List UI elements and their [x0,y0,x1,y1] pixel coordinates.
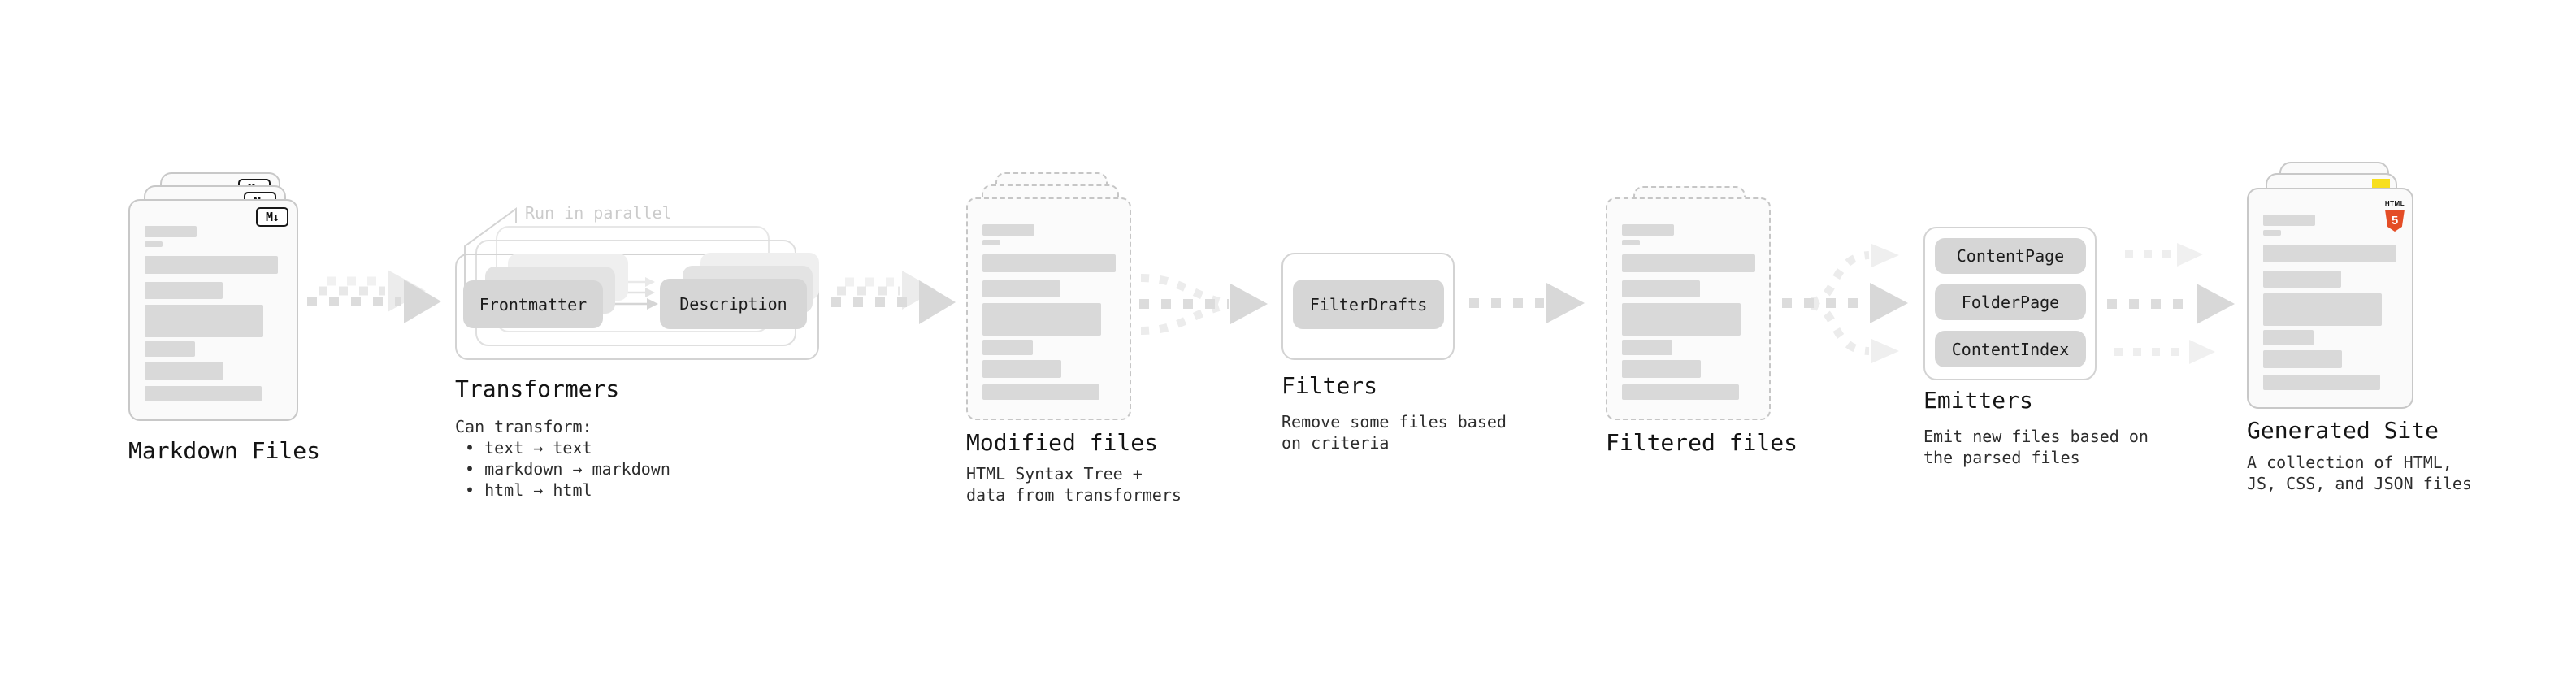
filters-desc: Remove some files based [1281,412,1507,432]
arrow-modified-to-filters-merge [1139,274,1268,335]
transformers-group-box [455,254,819,360]
markdown-file-card-front: M↓ [128,199,298,421]
modified-file-card-front [966,197,1131,420]
arrow-filtered-to-emitters-split [1782,244,1908,363]
text-line-placeholder [1622,240,1640,245]
transformers-desc-title: Can transform: [455,417,592,436]
transformers-bullet: • html → html [465,480,592,500]
text-line-placeholder [2263,330,2314,345]
text-line-placeholder [2263,375,2380,390]
generated-site-desc: A collection of HTML, [2247,453,2452,472]
text-line-placeholder [145,256,278,274]
emitters-desc: Emit new files based on [1923,427,2149,446]
text-line-placeholder [2263,271,2341,288]
generated-site-desc: JS, CSS, and JSON files [2247,474,2472,493]
html5-icon: HTML 5 [2384,193,2405,232]
emitters-desc: the parsed files [1923,448,2080,467]
generated-site-label: Generated Site [2247,417,2439,444]
filters-label: Filters [1281,372,1378,399]
filterdrafts-node: FilterDrafts [1293,280,1444,329]
arrow-markdown-to-transformers [307,270,441,323]
text-line-placeholder [982,303,1101,336]
arrow-transformers-to-modified [831,271,956,324]
text-line-placeholder [982,254,1116,272]
contentindex-node: ContentIndex [1935,331,2086,367]
folderpage-node: FolderPage [1935,284,2086,320]
text-line-placeholder [1622,224,1674,236]
filtered-files-label: Filtered files [1606,429,1798,456]
modified-files-label: Modified files [966,429,1159,456]
text-line-placeholder [145,386,262,401]
text-line-placeholder [145,305,263,337]
text-line-placeholder [145,282,223,299]
transformers-bullet: • markdown → markdown [465,459,670,479]
text-line-placeholder [982,224,1034,236]
transformers-label: Transformers [455,375,620,402]
text-line-placeholder [145,362,223,380]
modified-files-desc: HTML Syntax Tree + [966,464,1143,484]
text-line-placeholder [982,360,1061,378]
arrow-filters-to-filtered [1469,283,1585,323]
text-line-placeholder [2263,293,2382,326]
text-line-placeholder [145,226,197,237]
text-line-placeholder [982,384,1099,400]
contentpage-node: ContentPage [1935,238,2086,274]
markdown-icon: M↓ [256,207,288,227]
frontmatter-node: Frontmatter [463,280,603,328]
description-node: Description [660,279,807,329]
text-line-placeholder [2263,230,2281,236]
text-line-placeholder [1622,254,1755,272]
text-line-placeholder [2263,215,2315,226]
run-in-parallel-annotation: Run in parallel [525,203,672,223]
text-line-placeholder [2263,245,2396,262]
text-line-placeholder [145,341,195,357]
generated-file-card-front: HTML 5 [2247,188,2413,409]
markdown-files-label: Markdown Files [128,437,321,464]
text-line-placeholder [1622,340,1672,355]
modified-files-desc: data from transformers [966,485,1182,505]
arrow-emitters-to-generated [2107,243,2235,364]
text-line-placeholder [1622,280,1700,297]
filters-desc: on criteria [1281,433,1390,453]
filtered-file-card-front [1606,197,1771,420]
text-line-placeholder [982,240,1000,245]
text-line-placeholder [982,280,1060,297]
text-line-placeholder [2263,350,2342,368]
text-line-placeholder [145,241,163,247]
emitters-label: Emitters [1923,387,2033,414]
text-line-placeholder [1622,303,1741,336]
text-line-placeholder [982,340,1033,355]
transformers-bullet: • text → text [465,438,592,458]
text-line-placeholder [1622,360,1701,378]
text-line-placeholder [1622,384,1739,400]
